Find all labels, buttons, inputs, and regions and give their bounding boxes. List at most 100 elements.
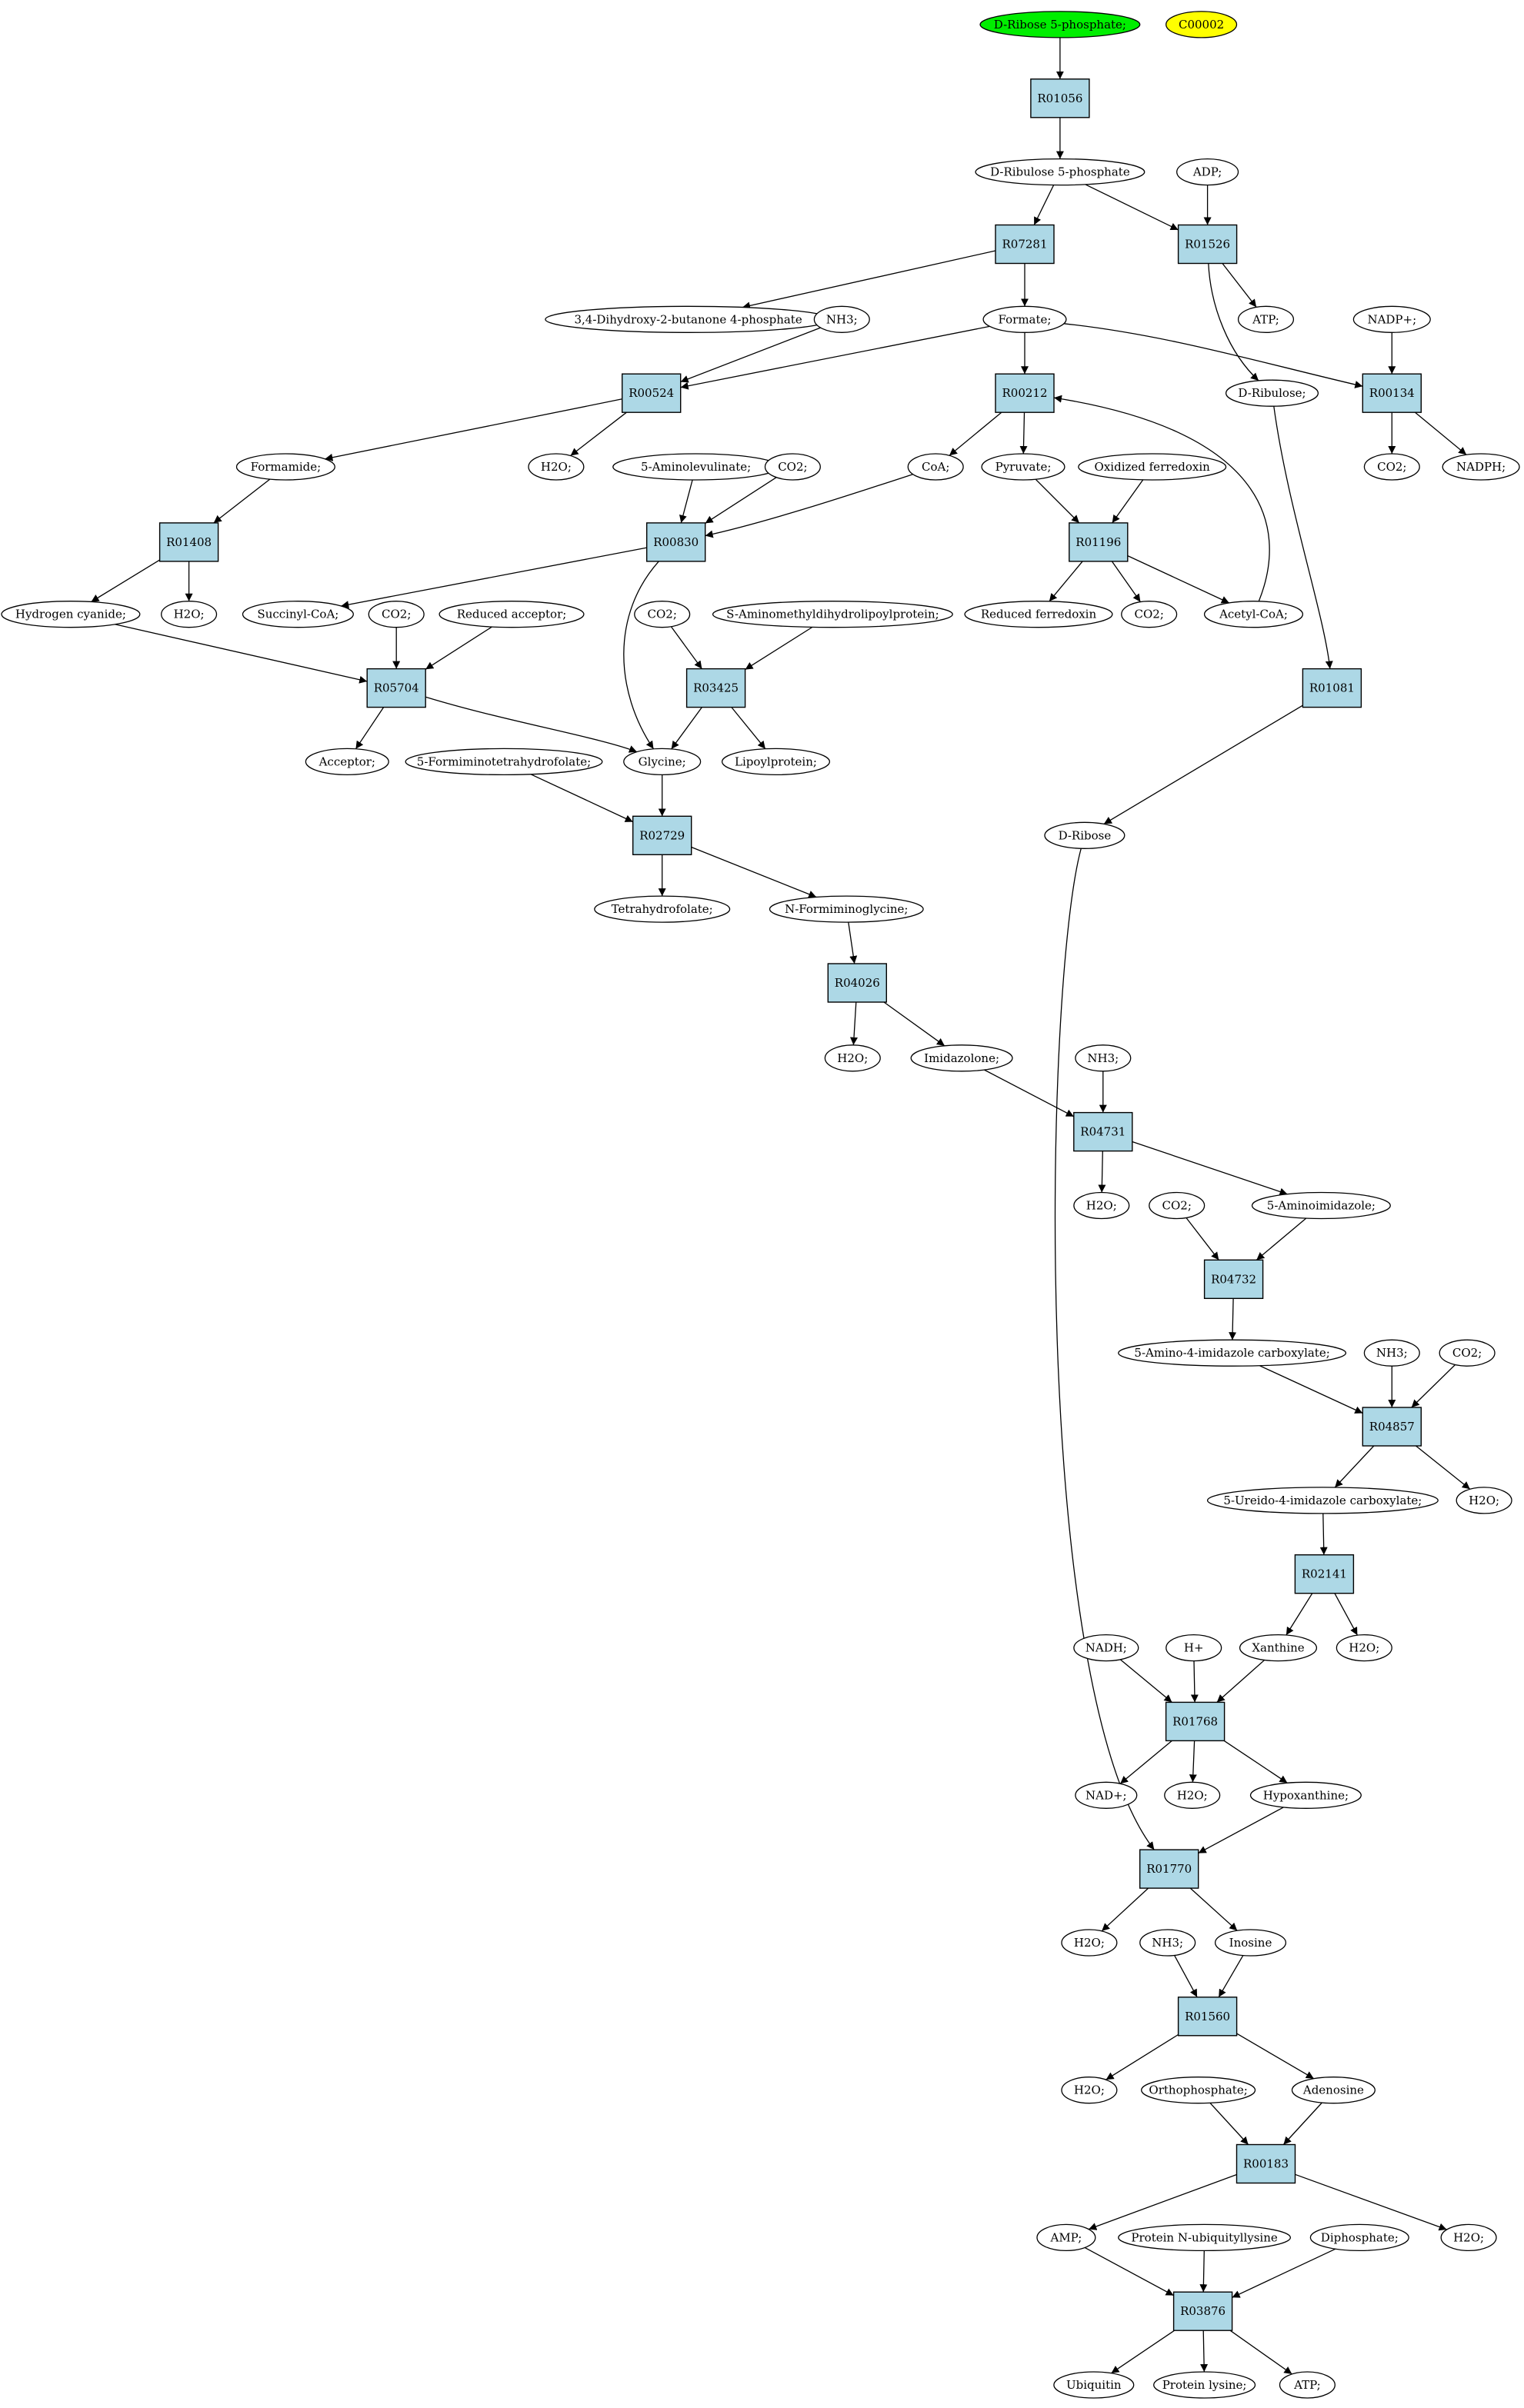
compound-co2-4[interactable]: CO2;	[634, 601, 691, 628]
compound-imidazolone[interactable]: Imidazolone;	[910, 1044, 1013, 1072]
reaction-r00134[interactable]: R00134	[1362, 373, 1422, 413]
compound-c00002[interactable]: C00002	[1166, 11, 1238, 38]
reaction-r01196[interactable]: R01196	[1069, 522, 1129, 562]
compound-tetrahydrofolate[interactable]: Tetrahydrofolate;	[594, 895, 731, 923]
compound-atp-1[interactable]: ATP;	[1237, 305, 1295, 333]
compound-d-ribulose-5p[interactable]: D-Ribulose 5-phosphate	[975, 158, 1146, 186]
compound-acceptor[interactable]: Acceptor;	[305, 748, 389, 776]
compound-amp[interactable]: AMP;	[1036, 2223, 1096, 2252]
compound-adenosine[interactable]: Adenosine	[1291, 2077, 1376, 2104]
compound-nadh[interactable]: NADH;	[1073, 1634, 1139, 1662]
compound-nh3-3[interactable]: NH3;	[1363, 1339, 1420, 1367]
compound-aminoimidazole[interactable]: 5-Aminoimidazole;	[1251, 1191, 1391, 1220]
compound-adp[interactable]: ADP;	[1176, 158, 1239, 186]
compound-hydrogen-cyanide[interactable]: Hydrogen cyanide;	[1, 601, 141, 628]
compound-coa[interactable]: CoA;	[907, 453, 964, 481]
compound-co2-2[interactable]: CO2;	[1363, 453, 1420, 481]
compound-co2-3[interactable]: CO2;	[368, 601, 425, 628]
compound-d-ribose[interactable]: D-Ribose	[1044, 821, 1125, 849]
reaction-r03876[interactable]: R03876	[1172, 2291, 1233, 2331]
compound-h2o-7[interactable]: H2O;	[1164, 1781, 1221, 1809]
edge-r01770-to-inosine	[1189, 1887, 1238, 1931]
compound-acetyl-coa[interactable]: Acetyl-CoA;	[1203, 601, 1304, 628]
reaction-r01560[interactable]: R01560	[1177, 1997, 1238, 2037]
compound-h2o-10[interactable]: H2O;	[1440, 2223, 1497, 2252]
compound-nh3-2[interactable]: NH3;	[1075, 1044, 1132, 1072]
compound-dihydroxy-butanone[interactable]: 3,4-Dihydroxy-2-butanone 4-phosphate	[545, 305, 832, 333]
compound-nh3-4[interactable]: NH3;	[1139, 1929, 1196, 1957]
compound-ellipse	[1203, 601, 1304, 628]
compound-ubiquitin[interactable]: Ubiquitin	[1053, 2371, 1135, 2399]
compound-glycine[interactable]: Glycine;	[623, 748, 702, 776]
compound-co2-6[interactable]: CO2;	[1149, 1191, 1206, 1220]
reaction-r00212[interactable]: R00212	[995, 373, 1055, 413]
compound-aminolevulinate[interactable]: 5-Aminolevulinate;	[612, 453, 780, 481]
compound-label: Oxidized ferredoxin	[1095, 460, 1211, 474]
compound-co2-1[interactable]: CO2;	[764, 453, 821, 481]
reaction-r00830[interactable]: R00830	[646, 522, 706, 562]
compound-nad-plus[interactable]: NAD+;	[1075, 1781, 1138, 1809]
compound-formamide[interactable]: Formamide;	[235, 453, 335, 481]
compound-reduced-acceptor[interactable]: Reduced acceptor;	[439, 601, 585, 628]
reaction-r05704[interactable]: R05704	[366, 668, 426, 708]
compound-hypoxanthine[interactable]: Hypoxanthine;	[1249, 1781, 1362, 1809]
compound-formiminotetrahydrofolate[interactable]: 5-Formiminotetrahydrofolate;	[405, 748, 603, 776]
reaction-r01526[interactable]: R01526	[1177, 224, 1238, 265]
compound-h-plus[interactable]: H+	[1166, 1634, 1222, 1662]
compound-s-aminomethyl[interactable]: S-Aminomethyldihydrolipoylprotein;	[712, 601, 953, 628]
reaction-r04732[interactable]: R04732	[1203, 1259, 1264, 1300]
compound-h2o-4[interactable]: H2O;	[1073, 1191, 1130, 1220]
compound-pyruvate[interactable]: Pyruvate;	[981, 453, 1065, 481]
compound-formate[interactable]: Formate;	[982, 305, 1067, 333]
reaction-label: R01560	[1185, 2010, 1230, 2023]
compound-ureido-imidazole-carboxylate[interactable]: 5-Ureido-4-imidazole carboxylate;	[1206, 1487, 1439, 1514]
compound-h2o-2[interactable]: H2O;	[161, 601, 218, 628]
compound-h2o-6[interactable]: H2O;	[1336, 1634, 1392, 1662]
compound-amino-imidazole-carboxylate[interactable]: 5-Amino-4-imidazole carboxylate;	[1118, 1339, 1347, 1367]
compound-ellipse	[594, 895, 731, 923]
compound-nadp[interactable]: NADP+;	[1352, 305, 1431, 333]
compound-atp-2[interactable]: ATP;	[1279, 2371, 1336, 2399]
compound-inosine[interactable]: Inosine	[1214, 1929, 1287, 1957]
reaction-r01770[interactable]: R01770	[1139, 1849, 1199, 1889]
reaction-r02141[interactable]: R02141	[1294, 1554, 1355, 1594]
compound-h2o-9[interactable]: H2O;	[1061, 2077, 1118, 2104]
compound-h2o-3[interactable]: H2O;	[824, 1044, 881, 1072]
compound-h2o-1[interactable]: H2O;	[528, 453, 585, 481]
compound-co2-7[interactable]: CO2;	[1439, 1339, 1496, 1367]
compound-h2o-5[interactable]: H2O;	[1456, 1487, 1512, 1514]
compound-protein-ubiquityllysine[interactable]: Protein N-ubiquityllysine	[1118, 2223, 1292, 2252]
compound-reduced-ferredoxin[interactable]: Reduced ferredoxin	[964, 601, 1113, 628]
compound-nadph[interactable]: NADPH;	[1442, 453, 1520, 481]
edge-co2-4-to-r03425	[670, 626, 702, 669]
compound-ox-ferredoxin[interactable]: Oxidized ferredoxin	[1078, 453, 1227, 481]
compound-h2o-8[interactable]: H2O;	[1061, 1929, 1118, 1957]
compound-label: Reduced acceptor;	[457, 608, 567, 621]
compound-xanthine[interactable]: Xanthine	[1239, 1634, 1318, 1662]
reaction-r04857[interactable]: R04857	[1362, 1407, 1422, 1447]
reaction-r00524[interactable]: R00524	[622, 373, 682, 413]
reaction-r01408[interactable]: R01408	[158, 522, 219, 562]
reaction-r01081[interactable]: R01081	[1302, 668, 1362, 708]
reaction-r02729[interactable]: R02729	[632, 815, 692, 856]
reaction-r03425[interactable]: R03425	[685, 668, 746, 708]
reaction-r04026[interactable]: R04026	[827, 963, 888, 1003]
reaction-r04731[interactable]: R04731	[1073, 1111, 1133, 1152]
reaction-r07281[interactable]: R07281	[995, 224, 1055, 265]
compound-orthophosphate[interactable]: Orthophosphate;	[1141, 2077, 1256, 2104]
compound-diphosphate[interactable]: Diphosphate;	[1309, 2223, 1409, 2252]
compound-co2-5[interactable]: CO2;	[1121, 601, 1178, 628]
compound-n-formiminoglycine[interactable]: N-Formiminoglycine;	[769, 895, 924, 923]
reaction-r01768[interactable]: R01768	[1165, 1701, 1226, 1742]
reaction-r00183[interactable]: R00183	[1236, 2143, 1296, 2184]
compound-succinyl-coa[interactable]: Succinyl-CoA;	[242, 601, 354, 628]
compound-nh3-1[interactable]: NH3;	[813, 305, 870, 333]
compound-lipoylprotein[interactable]: Lipoylprotein;	[721, 748, 831, 776]
reaction-label: R00183	[1243, 2157, 1289, 2171]
reaction-r01056[interactable]: R01056	[1030, 78, 1090, 118]
compound-d-ribose-5p[interactable]: D-Ribose 5-phosphate;	[979, 11, 1141, 38]
compound-d-ribulose[interactable]: D-Ribulose;	[1225, 379, 1319, 407]
edge-r01408-to-hydrogen-cyanide	[91, 559, 160, 603]
compound-protein-lysine[interactable]: Protein lysine;	[1153, 2371, 1256, 2399]
edge-formamide-to-r01408	[213, 478, 271, 524]
